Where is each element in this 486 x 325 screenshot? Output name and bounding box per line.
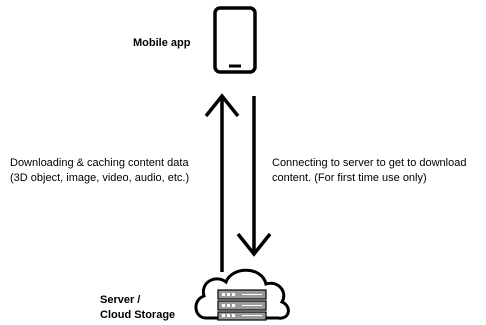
server-label-line1: Server / bbox=[100, 294, 141, 306]
mobile-app-label-text: Mobile app bbox=[133, 37, 191, 49]
connect-server-line2: content. (For first time use only) bbox=[272, 172, 427, 184]
downward-arrow bbox=[236, 96, 272, 257]
download-caching-description: Downloading & caching content data (3D o… bbox=[10, 156, 189, 186]
server-label-line2: Cloud Storage bbox=[100, 309, 176, 321]
download-caching-line1: Downloading & caching content data bbox=[10, 157, 189, 169]
connect-server-line1: Connecting to server to get to download bbox=[272, 157, 467, 169]
mobile-app-label: Mobile app bbox=[133, 37, 190, 49]
download-caching-line2: (3D object, image, video, audio, etc.) bbox=[10, 172, 190, 184]
smartphone-icon bbox=[213, 6, 257, 74]
upward-arrow bbox=[204, 93, 240, 272]
cloud-server-icon bbox=[194, 268, 290, 321]
server-cloud-label: Server / Cloud Storage bbox=[100, 293, 175, 323]
connect-server-description: Connecting to server to get to download … bbox=[272, 156, 466, 186]
